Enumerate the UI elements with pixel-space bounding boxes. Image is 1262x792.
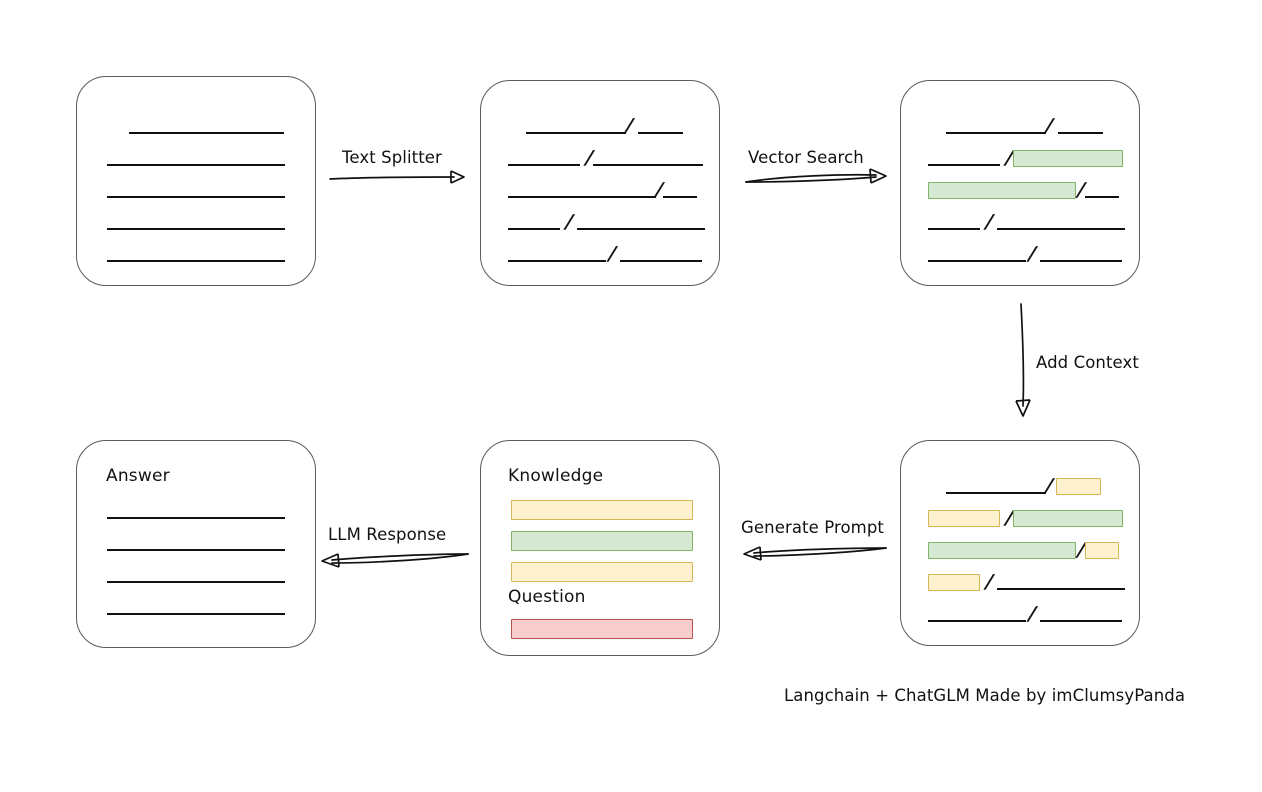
text-line: /	[901, 571, 1139, 593]
separator-slash: /	[984, 571, 995, 593]
line-segment	[508, 149, 580, 167]
line-segment	[996, 213, 1125, 231]
text-line	[77, 213, 315, 231]
question-heading: Question	[508, 587, 586, 607]
text-line: /	[901, 475, 1139, 497]
answer-heading: Answer	[106, 466, 170, 486]
line-segment	[129, 117, 284, 135]
line-segment	[508, 181, 656, 199]
line-segment	[592, 149, 703, 167]
line-segment	[107, 245, 285, 263]
line-segment	[107, 149, 285, 167]
answer-line	[107, 613, 285, 615]
text-line: /	[481, 179, 719, 201]
arrow-text-splitter	[329, 170, 465, 184]
source-document-box	[76, 76, 316, 286]
question-bar	[511, 619, 693, 639]
text-line: /	[481, 115, 719, 137]
line-segment	[526, 117, 626, 135]
line-segment	[1039, 605, 1122, 623]
separator-slash: /	[1044, 115, 1055, 137]
line-segment	[637, 117, 683, 135]
arrow-generate-prompt	[743, 546, 887, 561]
context-chunk-highlight	[928, 509, 1000, 527]
answer-line	[107, 549, 285, 551]
line-segment	[508, 245, 606, 263]
line-segment	[1084, 181, 1119, 199]
text-line: /	[481, 243, 719, 265]
edge-label-text-splitter: Text Splitter	[342, 148, 442, 167]
answer-line	[107, 581, 285, 583]
line-segment	[928, 149, 1000, 167]
knowledge-bar	[511, 500, 693, 520]
line-segment	[946, 117, 1046, 135]
line-segment	[1039, 245, 1122, 263]
context-chunks-box: / / / / /	[900, 440, 1140, 646]
text-line	[77, 245, 315, 263]
source-document-lines	[77, 77, 315, 285]
split-chunks-box: / / / / /	[480, 80, 720, 286]
line-segment	[619, 245, 702, 263]
separator-slash: /	[1027, 603, 1038, 625]
knowledge-bar	[511, 562, 693, 582]
text-line: /	[901, 211, 1139, 233]
text-line: /	[481, 147, 719, 169]
separator-slash: /	[564, 211, 575, 233]
arrow-vector-search	[745, 168, 887, 184]
text-line: /	[901, 115, 1139, 137]
line-segment	[576, 213, 705, 231]
matched-chunks-box: / / / / /	[900, 80, 1140, 286]
matched-chunk-highlight	[1012, 509, 1123, 527]
context-chunk-highlight	[1055, 477, 1101, 495]
context-chunk-highlight	[928, 573, 980, 591]
edge-label-add-context: Add Context	[1036, 353, 1139, 372]
knowledge-heading: Knowledge	[508, 466, 604, 486]
line-segment	[662, 181, 697, 199]
text-line: /	[481, 211, 719, 233]
separator-slash: /	[1027, 243, 1038, 265]
context-chunk-highlight	[1084, 541, 1119, 559]
matched-chunk-highlight	[928, 541, 1076, 559]
split-chunks-lines: / / / / /	[481, 81, 719, 285]
text-line: /	[901, 243, 1139, 265]
separator-slash: /	[984, 211, 995, 233]
matched-chunk-highlight	[1012, 149, 1123, 167]
text-line: /	[901, 147, 1139, 169]
line-segment	[996, 573, 1125, 591]
line-segment	[1057, 117, 1103, 135]
matched-chunk-highlight	[928, 181, 1076, 199]
line-segment	[107, 181, 285, 199]
knowledge-bar	[511, 531, 693, 551]
line-segment	[928, 213, 980, 231]
edge-label-vector-search: Vector Search	[748, 148, 864, 167]
matched-chunks-lines: / / / / /	[901, 81, 1139, 285]
line-segment	[508, 213, 560, 231]
answer-line	[107, 517, 285, 519]
text-line	[77, 181, 315, 199]
prompt-box: Knowledge Question	[480, 440, 720, 656]
text-line	[77, 149, 315, 167]
footer-credit-note: Langchain + ChatGLM Made by imClumsyPand…	[784, 686, 1186, 705]
line-segment	[928, 245, 1026, 263]
answer-box: Answer	[76, 440, 316, 648]
edge-label-llm-response: LLM Response	[328, 525, 447, 544]
separator-slash: /	[624, 115, 635, 137]
arrow-llm-response	[321, 553, 469, 568]
text-line: /	[901, 507, 1139, 529]
context-chunks-lines: / / / / /	[901, 441, 1139, 645]
line-segment	[946, 477, 1046, 495]
edge-label-generate-prompt: Generate Prompt	[741, 518, 884, 537]
text-line: /	[901, 179, 1139, 201]
arrow-add-context	[1015, 303, 1031, 417]
separator-slash: /	[607, 243, 618, 265]
line-segment	[107, 213, 285, 231]
separator-slash: /	[1044, 475, 1055, 497]
text-line: /	[901, 603, 1139, 625]
line-segment	[928, 605, 1026, 623]
text-line	[77, 117, 315, 135]
text-line: /	[901, 539, 1139, 561]
